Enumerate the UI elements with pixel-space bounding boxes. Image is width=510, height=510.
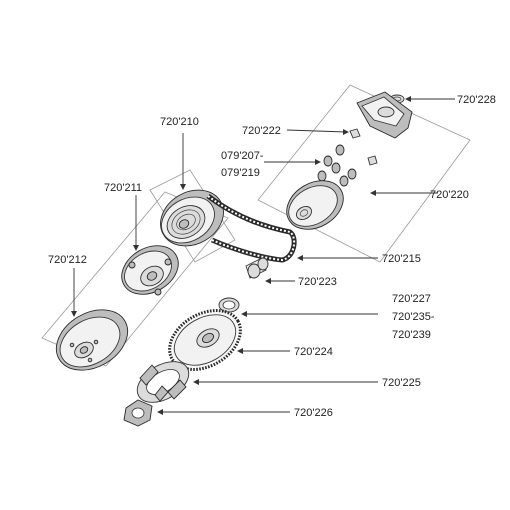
label-720215: 720'215 [382, 253, 421, 265]
leader-lines [71, 96, 455, 415]
variator-group-frame [257, 84, 471, 263]
part-720226-nut [123, 399, 153, 427]
part-720227-washer [218, 297, 240, 313]
label-720239: 720'239 [392, 329, 431, 341]
part-720210-rear-pulley [160, 189, 224, 247]
label-720220: 720'220 [430, 189, 469, 201]
part-labels: 720'228 720'222 079'207- 079'219 720'210… [48, 94, 496, 419]
label-720235: 720'235- [392, 311, 435, 323]
part-720224-gear [168, 309, 242, 371]
part-720222-slider [349, 128, 361, 139]
label-720227: 720'227 [392, 293, 431, 305]
label-720225: 720'225 [382, 377, 421, 389]
part-720223-bushing [245, 257, 269, 279]
part-720215-belt [206, 193, 297, 263]
label-720222: 720'222 [242, 125, 281, 137]
part-720212-clutch-bell [55, 309, 129, 371]
label-720212: 720'212 [48, 254, 87, 266]
part-720225-spring [136, 361, 190, 403]
label-720223: 720'223 [298, 276, 337, 288]
ramp-plate [356, 91, 413, 139]
label-720226: 720'226 [294, 407, 333, 419]
part-720211-clutch [121, 245, 179, 296]
label-720211: 720'211 [104, 182, 142, 194]
label-720210: 720'210 [160, 116, 199, 128]
part-720220-variator [286, 180, 344, 230]
label-720224: 720'224 [294, 346, 333, 358]
label-720228: 720'228 [457, 94, 496, 106]
label-079219: 079'219 [221, 167, 260, 179]
label-079207: 079'207- [221, 150, 264, 162]
